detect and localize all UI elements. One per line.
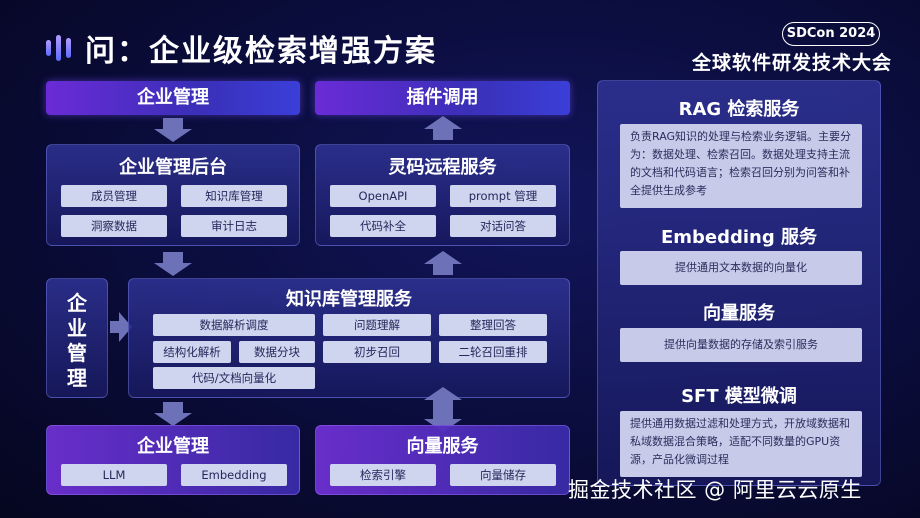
sft-title: SFT 模型微调 [681, 386, 797, 407]
chip-embedding: Embedding [181, 464, 287, 486]
chip-audit-log: 审计日志 [181, 215, 287, 237]
vector-service-title: 向量服务 [406, 436, 479, 457]
title-area: 问：企业级检索增强方案 [46, 26, 437, 70]
vector-title: 向量服务 [703, 303, 775, 324]
embedding-title: Embedding 服务 [660, 227, 818, 248]
conference-name: 全球软件研发技术大会 [691, 52, 892, 74]
arrow-down-icon [154, 252, 192, 276]
chip-insight-data: 洞察数据 [61, 215, 167, 237]
admin-panel-title: 企业管理后台 [119, 157, 227, 178]
arrow-up-icon [424, 251, 462, 275]
enterprise-mgmt-header: 企业管理 [46, 81, 300, 115]
arrow-down-icon [424, 408, 462, 432]
chip-rerank: 二轮召回重排 [439, 341, 547, 363]
chip-kb-mgmt: 知识库管理 [181, 185, 287, 207]
bottom-enterprise-title: 企业管理 [137, 436, 209, 457]
chip-code-complete: 代码补全 [330, 215, 436, 237]
page-title: 问：企业级检索增强方案 [85, 34, 437, 69]
sft-desc: 提供通用数据过滤和处理方式，开放域数据和私域数据混合策略，适配不同数量的GPU资… [620, 411, 862, 477]
plugin-call-header: 插件调用 [315, 81, 570, 115]
chip-parse-schedule: 数据解析调度 [153, 314, 315, 336]
vector-desc: 提供向量数据的存储及索引服务 [620, 328, 862, 362]
chip-chat-qa: 对话问答 [450, 215, 556, 237]
side-label: 企业管理 [47, 291, 107, 391]
chip-vector-storage: 向量储存 [450, 464, 556, 486]
chip-structured-parse: 结构化解析 [153, 341, 231, 363]
remote-service-title: 灵码远程服务 [388, 157, 497, 178]
kb-service-title: 知识库管理服务 [286, 289, 412, 310]
side-label-box: 企业管理 [46, 278, 108, 398]
chip-question-understand: 问题理解 [323, 314, 431, 336]
kb-service-panel: 知识库管理服务 数据解析调度 问题理解 整理回答 结构化解析 数据分块 初步召回… [128, 278, 570, 398]
chip-data-chunk: 数据分块 [239, 341, 315, 363]
remote-service-panel: 灵码远程服务 OpenAPI prompt 管理 代码补全 对话问答 [315, 144, 570, 246]
chip-organize-answer: 整理回答 [439, 314, 547, 336]
sdcon-badge: SDCon 2024 [782, 22, 880, 46]
arrow-down-icon [154, 118, 192, 142]
arrow-up-icon [424, 116, 462, 140]
side-label-text: 企业管理 [67, 291, 87, 390]
chip-llm: LLM [61, 464, 167, 486]
vector-service-panel: 向量服务 检索引擎 向量储存 [315, 425, 570, 495]
chip-openapi: OpenAPI [330, 185, 436, 207]
rag-desc: 负责RAG知识的处理与检索业务逻辑。主要分为：数据处理、检索召回。数据处理支持主… [620, 124, 862, 208]
chip-search-engine: 检索引擎 [330, 464, 436, 486]
chip-prompt-mgmt: prompt 管理 [450, 185, 556, 207]
bottom-enterprise-panel: 企业管理 LLM Embedding [46, 425, 300, 495]
rag-title: RAG 检索服务 [678, 99, 800, 120]
arrow-down-icon [154, 402, 192, 426]
logo-bars-icon [46, 35, 71, 61]
chip-member-mgmt: 成员管理 [61, 185, 167, 207]
admin-panel: 企业管理后台 成员管理 知识库管理 洞察数据 审计日志 [46, 144, 300, 246]
right-services-panel: RAG 检索服务 负责RAG知识的处理与检索业务逻辑。主要分为：数据处理、检索召… [597, 80, 881, 486]
watermark: 掘金技术社区 @ 阿里云云原生 [568, 478, 862, 502]
embedding-desc: 提供通用文本数据的向量化 [620, 251, 862, 285]
chip-initial-recall: 初步召回 [323, 341, 431, 363]
chip-vectorize: 代码/文档向量化 [153, 367, 315, 389]
